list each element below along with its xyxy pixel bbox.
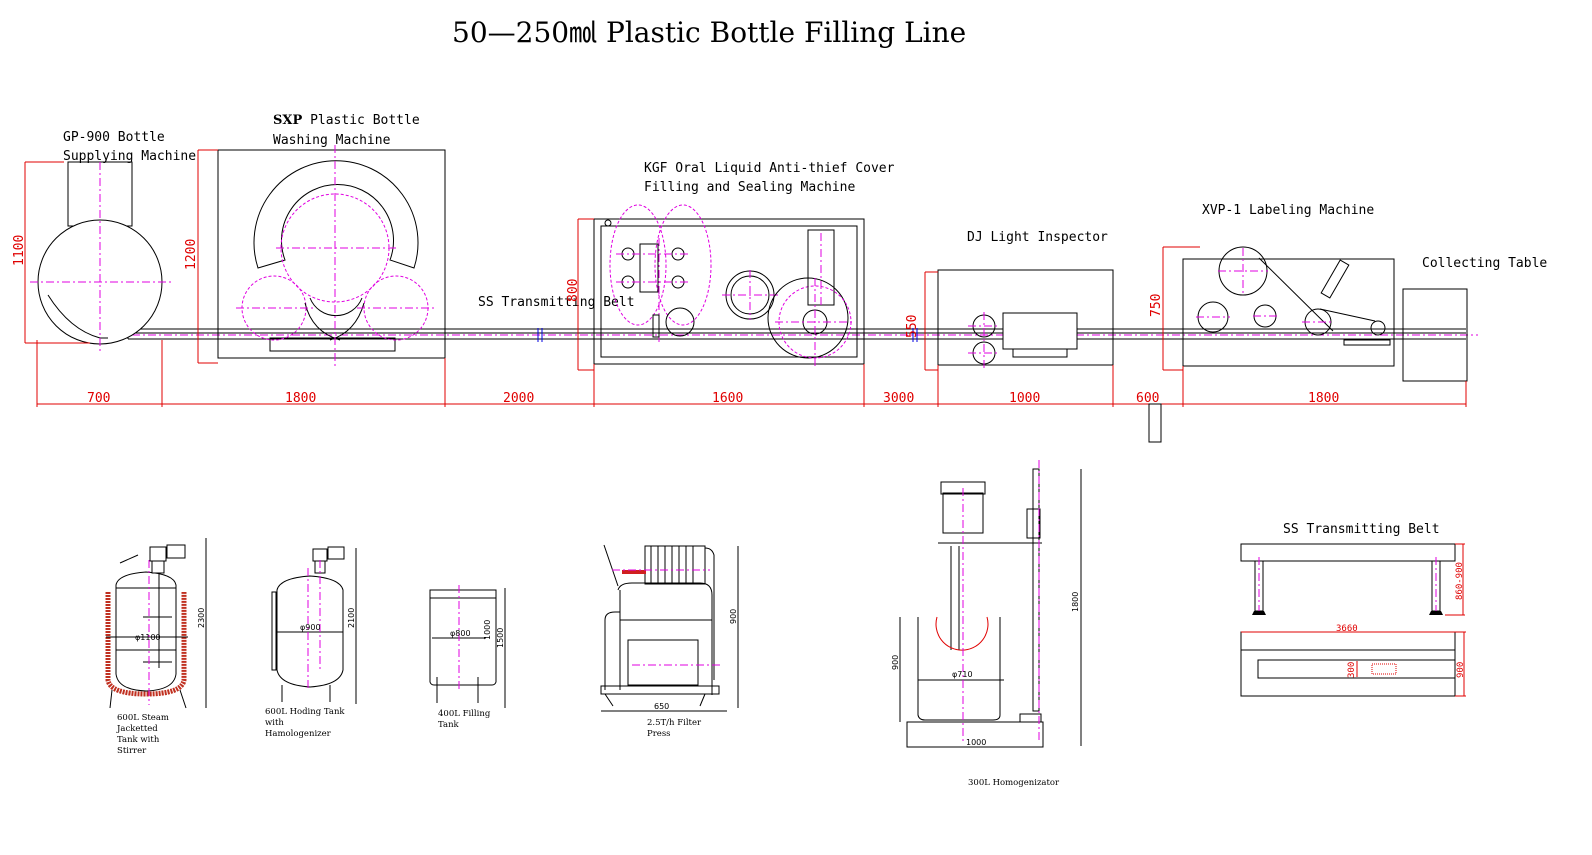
filter-press-label-2: Press <box>647 729 671 739</box>
gp900-height-dim: 1100 <box>12 235 27 266</box>
steam-tank-label-3: Tank with <box>117 735 160 745</box>
kgf-label-2: Filling and Sealing Machine <box>644 180 855 195</box>
dim-1600: 1600 <box>712 391 743 406</box>
filling-tank-height-total: 1500 <box>496 628 505 648</box>
filling-tank: 1000 1500 φ800 400L Filling Tank <box>429 585 506 730</box>
homogenizer-height: 1800 <box>1071 592 1080 612</box>
dj-label: DJ Light Inspector <box>967 230 1108 245</box>
homogenizator: 1800 900 φ710 1000 300L Homogenizator <box>891 460 1082 788</box>
filling-tank-diameter: φ800 <box>450 629 471 638</box>
collecting-table: Collecting Table <box>1402 256 1547 382</box>
holding-tank: 2100 φ900 600L Hoding Tank with Hamologe… <box>265 546 357 739</box>
filling-tank-label-2: Tank <box>438 720 460 730</box>
steam-jacketted-tank: 2300 φ1100 600L Steam Jacketted Tank wit… <box>105 538 207 756</box>
dj-height-dim: 550 <box>905 315 920 338</box>
dim-700: 700 <box>87 391 110 406</box>
dim-1800a: 1800 <box>285 391 316 406</box>
homogenizer-width: 1000 <box>966 738 986 747</box>
ss-belt-width-dim: 300 <box>1347 662 1357 678</box>
homogenizer-label: 300L Homogenizator <box>968 778 1060 788</box>
dj-inspector: DJ Light Inspector 550 <box>905 230 1114 371</box>
homogenizer-diameter: φ710 <box>952 670 973 679</box>
ss-belt-label: SS Transmitting Belt <box>478 295 635 310</box>
kgf-dims: 800 <box>566 218 594 371</box>
drawing-title: 50—250㏖ Plastic Bottle Filling Line <box>452 16 966 49</box>
ss-belt-detail-label: SS Transmitting Belt <box>1283 522 1440 537</box>
steam-tank-label-1: 600L Steam <box>117 713 169 723</box>
dim-2000: 2000 <box>503 391 534 406</box>
holding-tank-label-2: with <box>265 718 284 728</box>
holding-tank-diameter: φ900 <box>300 623 321 632</box>
sxp-height-dim: 1200 <box>184 239 199 270</box>
filling-tank-label-1: 400L Filling <box>438 709 491 719</box>
xvp-height-dim: 750 <box>1149 294 1164 317</box>
sxp-label-2: Washing Machine <box>273 133 391 148</box>
kgf-height-dim: 800 <box>566 279 581 302</box>
filter-press-width: 650 <box>654 702 669 711</box>
belt-break-mark <box>537 328 918 342</box>
ss-belt-length-dim: 3660 <box>1336 624 1358 634</box>
steam-tank-diameter: φ1100 <box>135 633 161 642</box>
xvp-labeler: XVP-1 Labeling Machine 750 <box>1149 203 1395 371</box>
dim-1000: 1000 <box>1009 391 1040 406</box>
steam-tank-label-2: Jacketted <box>116 724 158 734</box>
gp900-dims: 1100 <box>12 161 90 344</box>
dim-1800b: 1800 <box>1308 391 1339 406</box>
filter-press: 900 650 2.5T/h Filter Press <box>600 544 739 739</box>
kgf-machine: KGF Oral Liquid Anti-thief Cover Filling… <box>566 161 895 371</box>
ss-belt-depth-dim: 900 <box>1456 662 1466 678</box>
steam-tank-label-4: Stirrer <box>117 746 147 756</box>
filling-tank-height-body: 1000 <box>483 620 492 640</box>
main-conveyor-belt <box>100 328 1478 342</box>
sxp-machine: SXP Plastic Bottle Washing Machine 1200 <box>184 113 446 368</box>
holding-tank-label-3: Hamologenizer <box>265 729 332 739</box>
steam-tank-height: 2300 <box>197 608 206 628</box>
dim-3000: 3000 <box>883 391 914 406</box>
xvp-dims: 750 <box>1149 246 1200 371</box>
xvp-label: XVP-1 Labeling Machine <box>1202 203 1374 218</box>
ss-belt-height-dim: 860-900 <box>1455 562 1465 600</box>
holding-tank-height: 2100 <box>347 608 356 628</box>
collect-label: Collecting Table <box>1422 256 1547 271</box>
dim-600: 600 <box>1136 391 1159 406</box>
ss-belt-detail: SS Transmitting Belt 860-900 3660 300 90… <box>1240 522 1466 697</box>
dj-dims: 550 <box>905 271 938 371</box>
dimension-chain: 700 1800 2000 1600 3000 1000 600 1800 <box>36 340 1467 443</box>
sxp-dims: 1200 <box>184 149 218 364</box>
gp900-label-1: GP-900 Bottle <box>63 130 165 145</box>
sxp-label-1: SXP Plastic Bottle <box>273 113 420 128</box>
holding-tank-label-1: 600L Hoding Tank <box>265 707 345 717</box>
gp900-label-2: Supplying Machine <box>63 149 196 164</box>
gp900-machine: GP-900 Bottle Supplying Machine 1100 <box>12 130 196 354</box>
filter-press-height: 900 <box>729 609 738 624</box>
filter-press-label-1: 2.5T/h Filter <box>647 718 702 728</box>
homogenizer-tank-height: 900 <box>891 655 900 670</box>
kgf-label-1: KGF Oral Liquid Anti-thief Cover <box>644 161 895 176</box>
